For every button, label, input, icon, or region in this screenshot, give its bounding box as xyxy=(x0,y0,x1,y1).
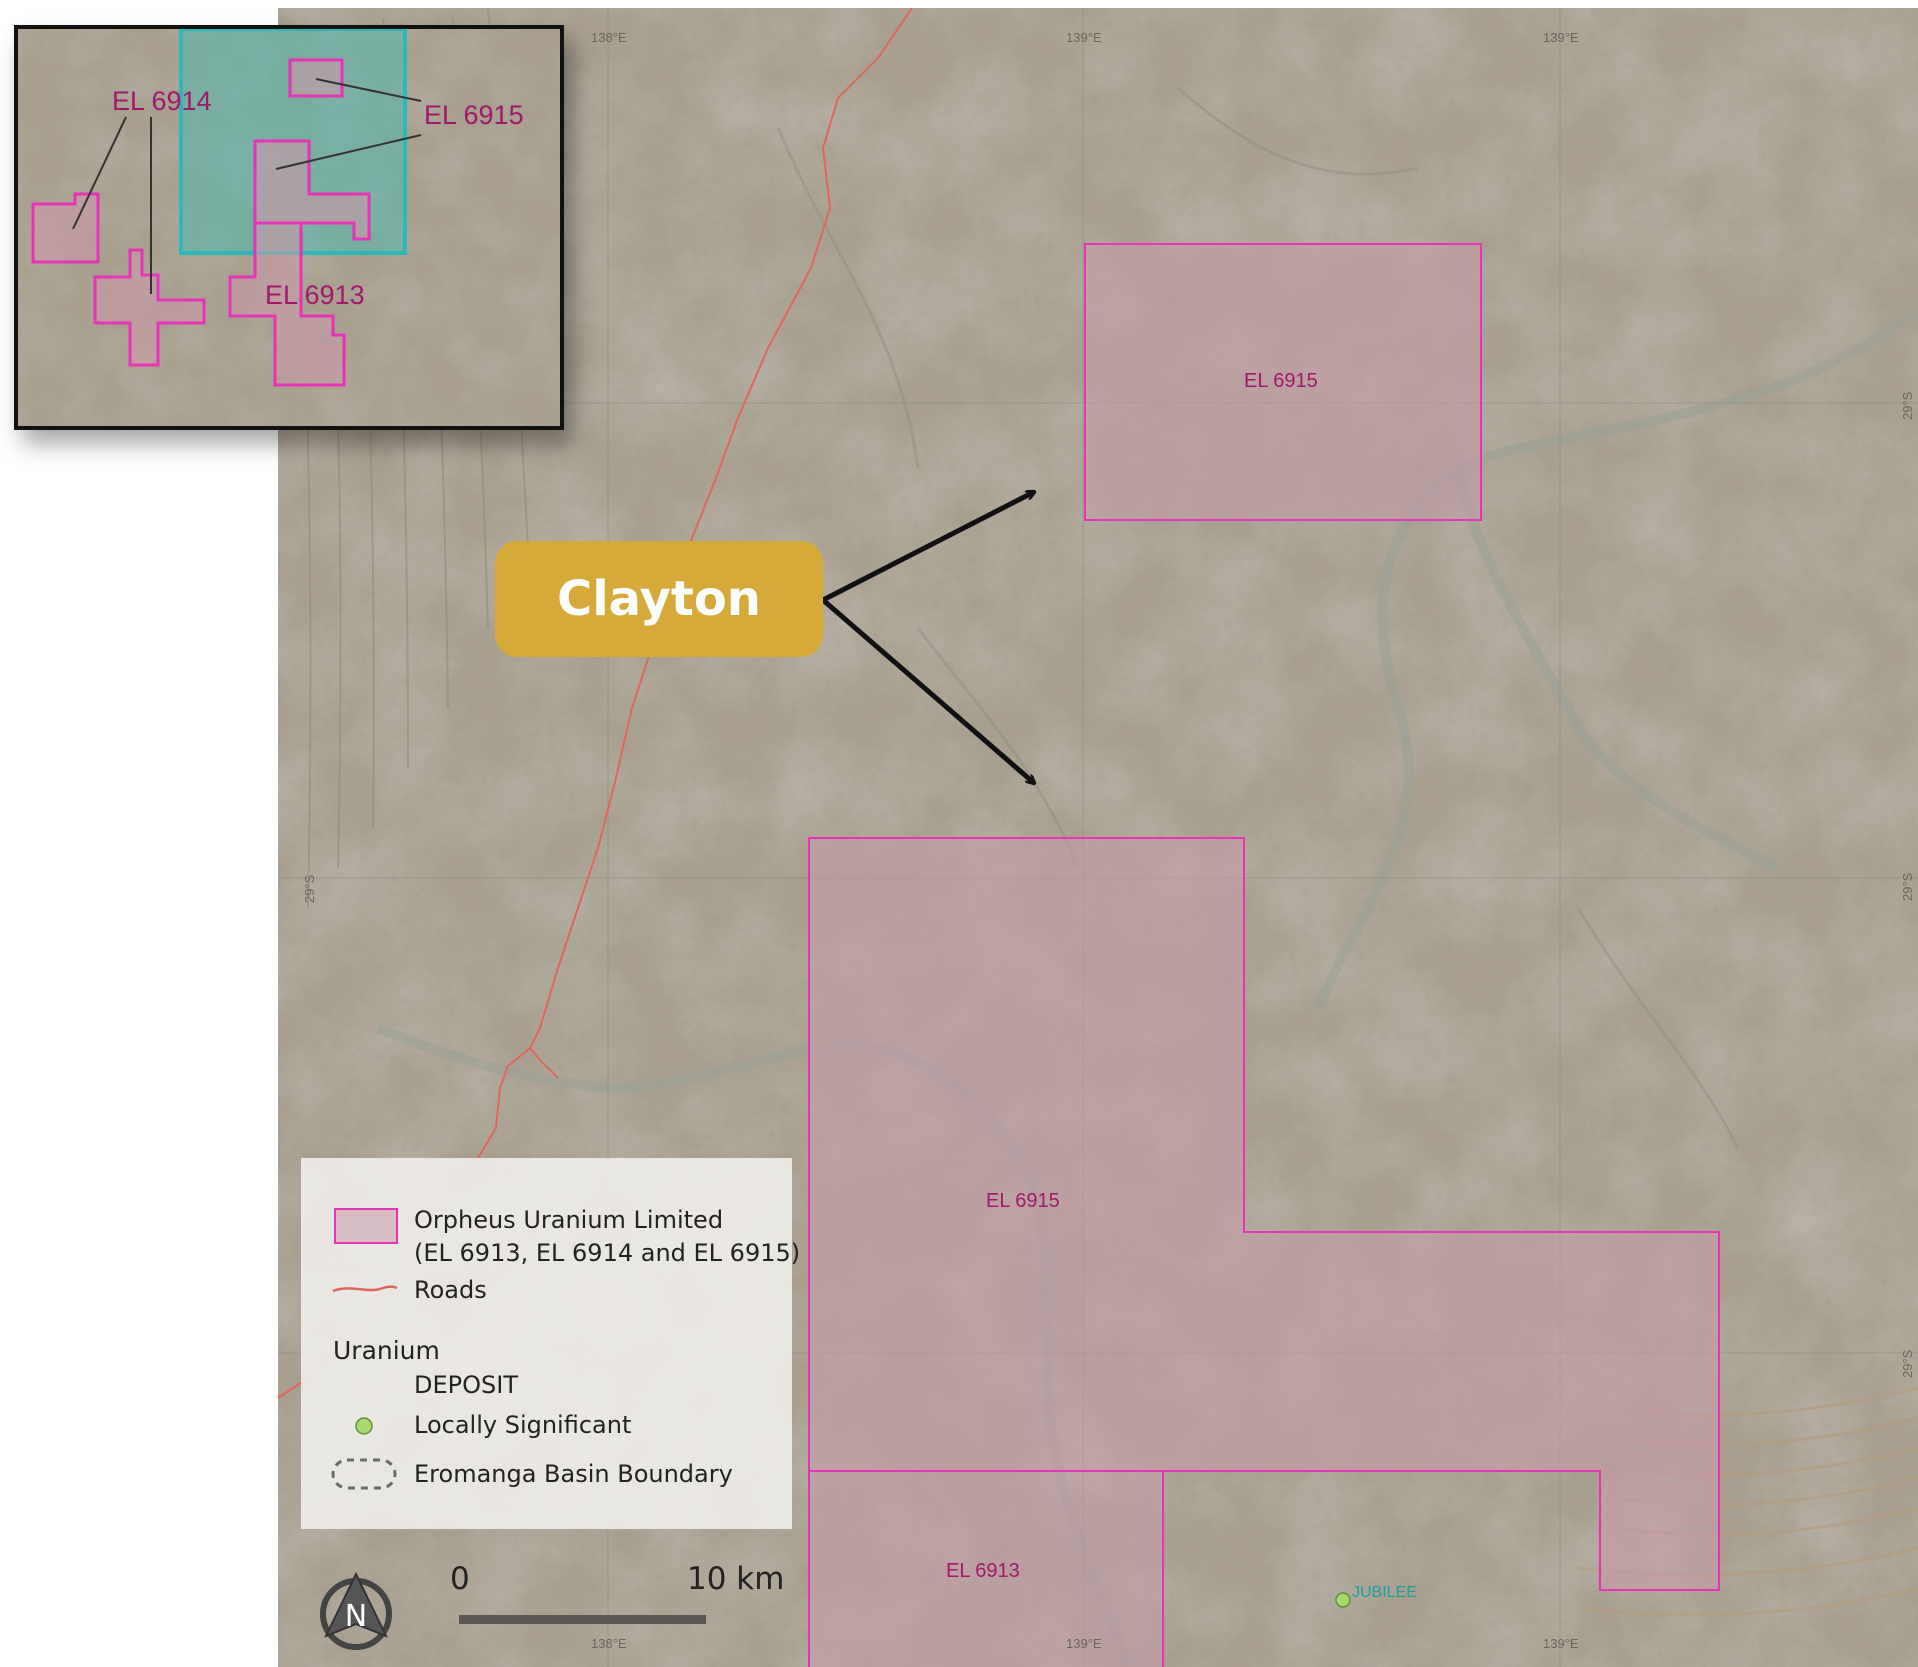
label-jubilee-deposit: JUBILEE xyxy=(1352,1584,1417,1601)
inset-canvas xyxy=(18,29,560,426)
legend-basin-boundary-label: Eromanga Basin Boundary xyxy=(414,1460,733,1488)
legend-uranium-heading: Uranium xyxy=(333,1336,440,1365)
label-el6915-south: EL 6915 xyxy=(986,1190,1060,1212)
north-arrow-icon: N xyxy=(320,1571,392,1650)
inset-leader-lines xyxy=(72,78,422,294)
scale-bar-line xyxy=(459,1615,706,1624)
grid-label-top-139e-2: 139°E xyxy=(1543,30,1579,45)
inset-label-el6914: EL 6914 xyxy=(112,86,212,116)
grid-label-bottom-138e: 138°E xyxy=(591,1636,627,1651)
inset-el6915-small xyxy=(288,58,344,98)
inset-label-el6915: EL 6915 xyxy=(424,100,524,130)
legend-deposit-swatch xyxy=(355,1417,373,1435)
grid-label-bottom-139e-2: 139°E xyxy=(1543,1636,1579,1651)
legend-road-swatch xyxy=(332,1285,398,1293)
label-el6915-north: EL 6915 xyxy=(1244,370,1318,392)
tenement-el6913 xyxy=(808,1470,1164,1667)
jubilee-deposit-marker xyxy=(1335,1592,1351,1608)
tenement-el6915-north xyxy=(1084,243,1482,521)
inset-el6913 xyxy=(228,221,346,387)
grid-label-top-139e: 139°E xyxy=(1066,30,1102,45)
legend-locally-significant-label: Locally Significant xyxy=(414,1411,632,1439)
inset-el6914-west xyxy=(31,192,100,264)
legend-basin-swatch xyxy=(331,1458,397,1490)
scale-start-label: 0 xyxy=(450,1561,470,1597)
grid-label-right-29s-3: 29°S xyxy=(1900,1349,1915,1378)
clayton-callout: Clayton xyxy=(495,541,823,657)
legend-tenement-label-2: (EL 6913, EL 6914 and EL 6915) xyxy=(414,1239,801,1267)
road-branch xyxy=(529,1047,559,1079)
grid-label-bottom-139e: 139°E xyxy=(1066,1636,1102,1651)
grid-label-right-29s-2: 29°S xyxy=(1900,872,1915,901)
inset-el6914-cross xyxy=(93,248,206,367)
legend-tenement-swatch xyxy=(334,1208,398,1244)
grid-label-top-138e: 138°E xyxy=(591,30,627,45)
legend-deposit-subheading: DEPOSIT xyxy=(414,1371,518,1399)
legend-roads-label: Roads xyxy=(414,1276,487,1304)
scale-end-label: 10 km xyxy=(687,1561,785,1597)
label-el6913: EL 6913 xyxy=(946,1560,1020,1582)
inset-map: EL 6914 EL 6915 EL 6913 xyxy=(14,25,564,430)
map-legend: Orpheus Uranium Limited (EL 6913, EL 691… xyxy=(301,1158,800,1529)
grid-label-left-29s: 29°S xyxy=(302,874,317,903)
legend-tenement-label-1: Orpheus Uranium Limited xyxy=(414,1206,724,1234)
north-arrow-letter: N xyxy=(345,1599,367,1634)
legend-symbols xyxy=(331,1208,398,1490)
grid-label-right-29s-1: 29°S xyxy=(1900,391,1915,420)
inset-label-el6913: EL 6913 xyxy=(265,280,365,310)
scale-bar: 0 10 km xyxy=(440,1555,790,1635)
